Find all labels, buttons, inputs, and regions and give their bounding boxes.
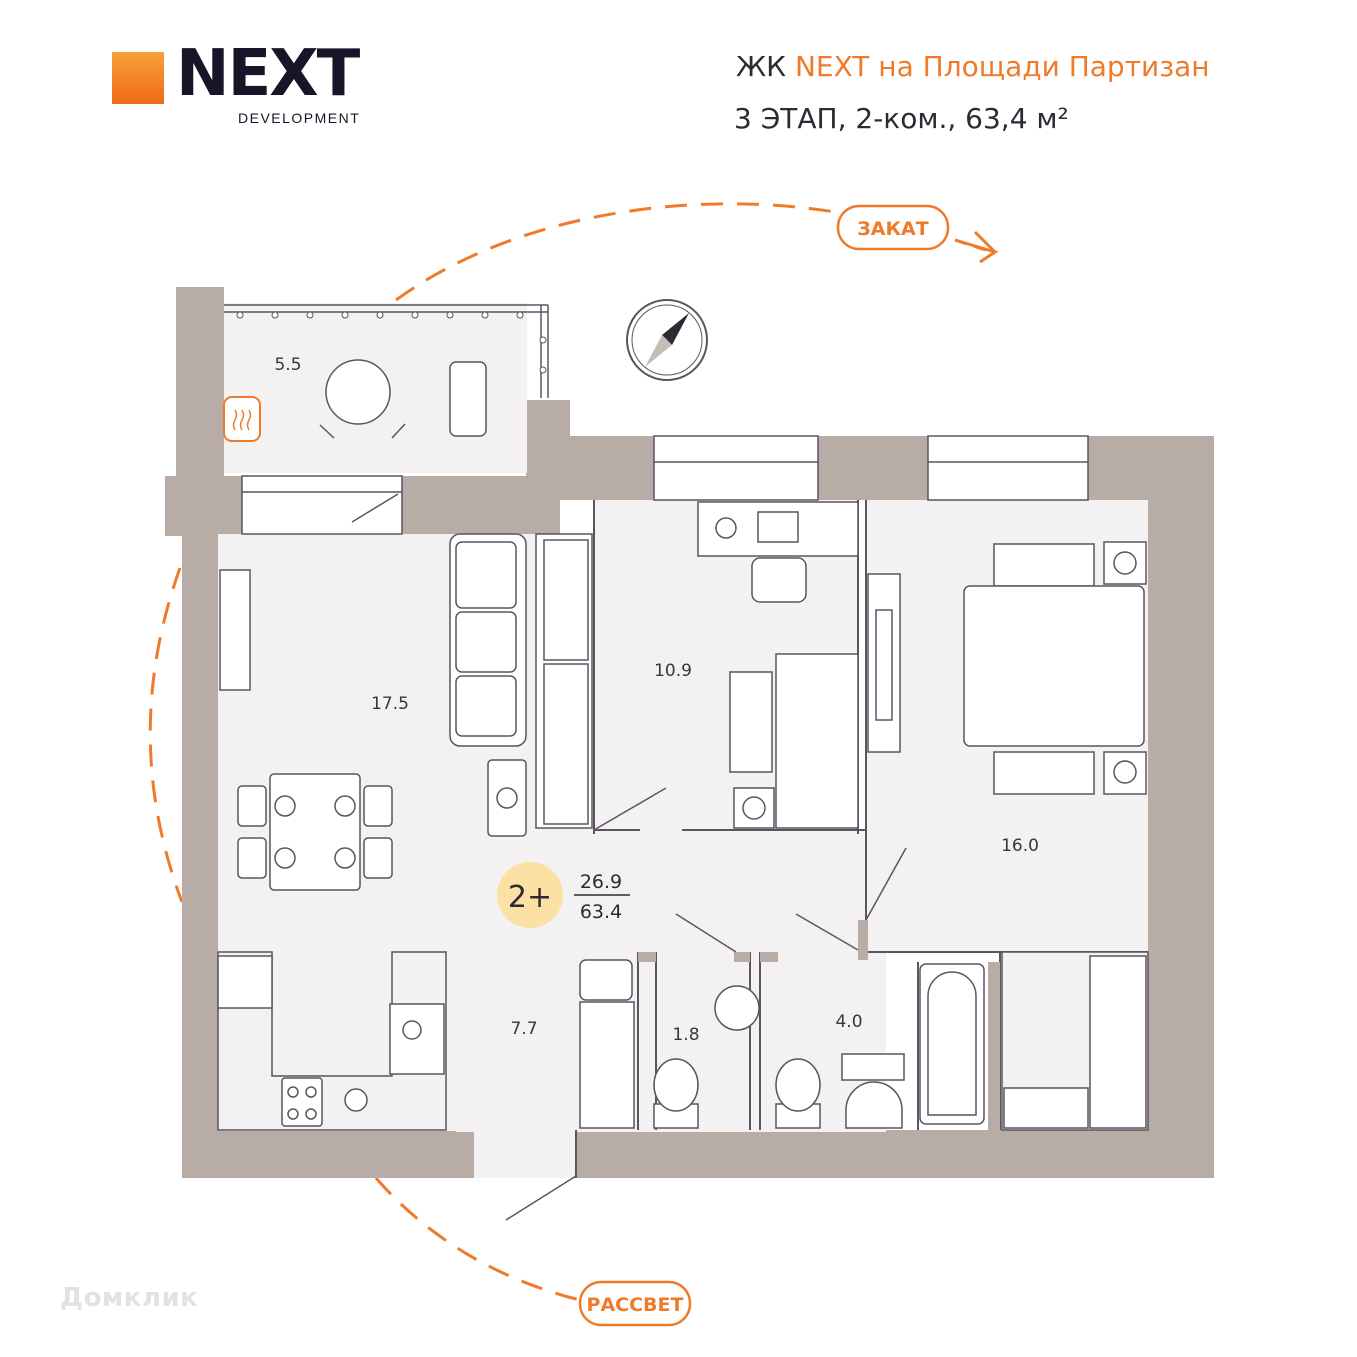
room-count-badge: 2+ [508, 880, 552, 915]
sunrise-path [376, 1178, 580, 1300]
area-bedroom-large: 16.0 [1001, 836, 1039, 856]
total-area-value: 63.4 [580, 901, 622, 923]
area-living-kitchen: 17.5 [371, 694, 409, 714]
sunset-pill: ЗАКАТ [838, 206, 948, 249]
west-arc [150, 568, 182, 902]
sunrise-pill: РАССВЕТ [580, 1282, 690, 1325]
sunset-path [396, 204, 835, 300]
domclick-watermark: Домклик [60, 1283, 198, 1313]
sunset-label: ЗАКАТ [857, 218, 928, 240]
sunrise-label: РАССВЕТ [587, 1294, 684, 1316]
area-bathroom: 4.0 [835, 1012, 862, 1032]
heater-icon [224, 397, 260, 441]
living-area-value: 26.9 [580, 871, 622, 893]
area-bedroom-small: 10.9 [654, 661, 692, 681]
area-hall: 7.7 [510, 1019, 537, 1039]
area-toilet: 1.8 [672, 1025, 699, 1045]
compass-icon [627, 300, 707, 380]
area-balcony: 5.5 [274, 355, 301, 375]
